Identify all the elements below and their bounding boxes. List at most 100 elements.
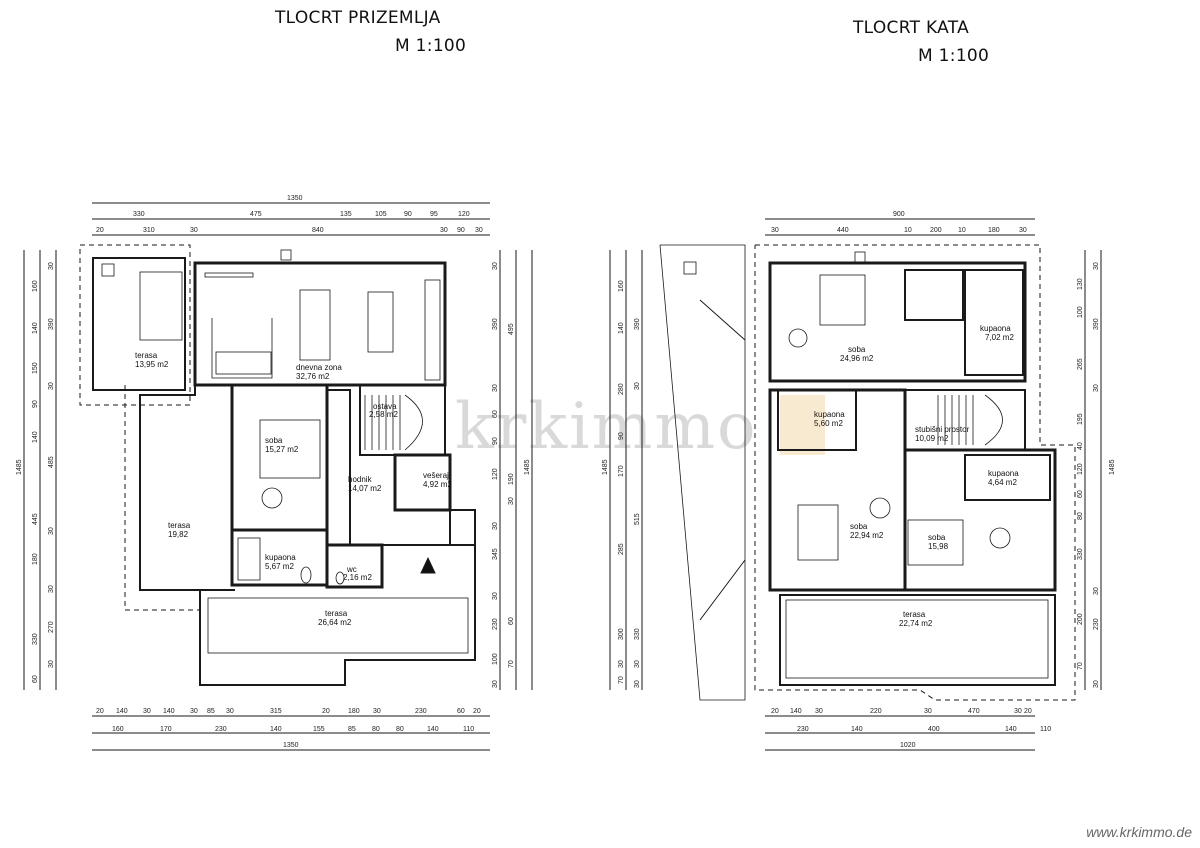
- dimension-label: 90: [492, 437, 499, 445]
- dimension-label: 30: [492, 522, 499, 530]
- dimension-label: 400: [928, 726, 940, 733]
- dimension-label: 900: [893, 211, 905, 218]
- dimension-label: 10: [958, 227, 966, 234]
- dimension-label: 30: [492, 384, 499, 392]
- dimension-label: 60: [457, 708, 465, 715]
- dimension-label: 390: [634, 318, 641, 330]
- dimension-label: 1485: [524, 459, 531, 475]
- dimension-label: 180: [32, 553, 39, 565]
- dimension-label: 30: [48, 262, 55, 270]
- dimension-label: 280: [618, 383, 625, 395]
- room-area: 10,09 m2: [915, 434, 949, 443]
- dimension-label: 475: [250, 211, 262, 218]
- dimension-label: 330: [634, 628, 641, 640]
- dimension-label: 150: [32, 362, 39, 374]
- dimension-label: 30: [618, 660, 625, 668]
- dimension-label: 120: [458, 211, 470, 218]
- dimension-label: 30: [1014, 708, 1022, 715]
- room-name: terasa: [903, 610, 926, 619]
- dimension-label: 515: [634, 513, 641, 525]
- dimension-label: 330: [1077, 548, 1084, 560]
- dimension-label: 30: [143, 708, 151, 715]
- dimension-label: 840: [312, 227, 324, 234]
- room-name: terasa: [325, 609, 348, 618]
- dimension-label: 110: [1040, 726, 1051, 733]
- dimension-label: 1350: [283, 742, 299, 749]
- dimension-label: 1350: [287, 195, 303, 202]
- dimension-label: 20: [96, 227, 104, 234]
- dimension-label: 20: [322, 708, 330, 715]
- room-area: 13,95 m2: [135, 360, 169, 369]
- dimension-label: 180: [988, 227, 1000, 234]
- ground-floor-plan: [23, 202, 533, 751]
- room-name: soba: [928, 533, 946, 542]
- footer-url[interactable]: www.krkimmo.de: [1086, 824, 1192, 840]
- dimension-label: 30: [475, 227, 483, 234]
- room-name: terasa: [168, 521, 191, 530]
- dimension-label: 140: [618, 322, 625, 334]
- upper-floor-plan: [609, 218, 1102, 751]
- room-area: 2,16 m2: [343, 573, 372, 582]
- dimension-label: 140: [32, 322, 39, 334]
- dimension-label: 90: [618, 432, 625, 440]
- dimension-label: 30: [373, 708, 381, 715]
- room-area: 5,67 m2: [265, 562, 294, 571]
- room-area: 19,82: [168, 530, 189, 539]
- room-name: kupaona: [265, 553, 296, 562]
- dimension-label: 30: [492, 262, 499, 270]
- room-name: wc: [346, 565, 357, 574]
- room-name: kupaona: [814, 410, 845, 419]
- dimension-label: 30: [815, 708, 823, 715]
- room-name: soba: [848, 345, 866, 354]
- dimension-label: 40: [1077, 442, 1084, 450]
- dimension-label: 95: [430, 211, 438, 218]
- dimension-label: 390: [492, 318, 499, 330]
- room-area: 22,94 m2: [850, 531, 884, 540]
- dimension-label: 470: [968, 708, 980, 715]
- dimension-label: 170: [618, 465, 625, 477]
- dimension-label: 120: [1077, 463, 1084, 475]
- ground-floor-title: TLOCRT PRIZEMLJA: [275, 8, 441, 28]
- dimension-label: 390: [1093, 318, 1100, 330]
- dimension-label: 390: [48, 318, 55, 330]
- dimension-label: 30: [1093, 384, 1100, 392]
- dimension-label: 315: [270, 708, 282, 715]
- dimension-label: 195: [1077, 413, 1084, 425]
- dimension-label: 100: [1077, 306, 1084, 318]
- dimension-label: 485: [48, 456, 55, 468]
- room-area: 7,02 m2: [985, 333, 1014, 342]
- dimension-label: 30: [634, 382, 641, 390]
- room-area: 5,60 m2: [814, 419, 843, 428]
- dimension-label: 440: [837, 227, 849, 234]
- dimension-label: 445: [32, 513, 39, 525]
- room-area: 14,07 m2: [348, 484, 382, 493]
- dimension-label: 330: [133, 211, 145, 218]
- ground-floor-dimension-labels: 1350 330 475 135 105 90 95 120 20 310 30…: [16, 195, 531, 749]
- dimension-label: 160: [112, 726, 124, 733]
- dimension-label: 140: [427, 726, 439, 733]
- dimension-label: 30: [440, 227, 448, 234]
- dimension-label: 100: [492, 653, 499, 665]
- dimension-label: 220: [870, 708, 882, 715]
- upper-floor-title: TLOCRT KATA: [853, 18, 970, 38]
- dimension-label: 30: [492, 592, 499, 600]
- dimension-label: 1020: [900, 742, 916, 749]
- upper-floor-room-labels: soba 24,96 m2 kupaona 7,02 m2 kupaona 5,…: [814, 324, 1019, 628]
- watermark-text: krkimmo: [455, 390, 758, 464]
- dimension-label: 495: [508, 323, 515, 335]
- room-name: soba: [850, 522, 868, 531]
- dimension-label: 20: [1024, 708, 1032, 715]
- dimension-label: 120: [492, 468, 499, 480]
- room-area: 26,64 m2: [318, 618, 352, 627]
- dimension-label: 90: [404, 211, 412, 218]
- room-name: ostava: [373, 402, 397, 411]
- room-name: stubišni prostor: [915, 425, 970, 434]
- room-area: 15,27 m2: [265, 445, 299, 454]
- dimension-label: 85: [207, 708, 215, 715]
- dimension-label: 155: [313, 726, 325, 733]
- room-name: dnevna zona: [296, 363, 342, 372]
- dimension-label: 30: [492, 680, 499, 688]
- dimension-label: 60: [508, 617, 515, 625]
- dimension-label: 30: [634, 660, 641, 668]
- dimension-label: 265: [1077, 358, 1084, 370]
